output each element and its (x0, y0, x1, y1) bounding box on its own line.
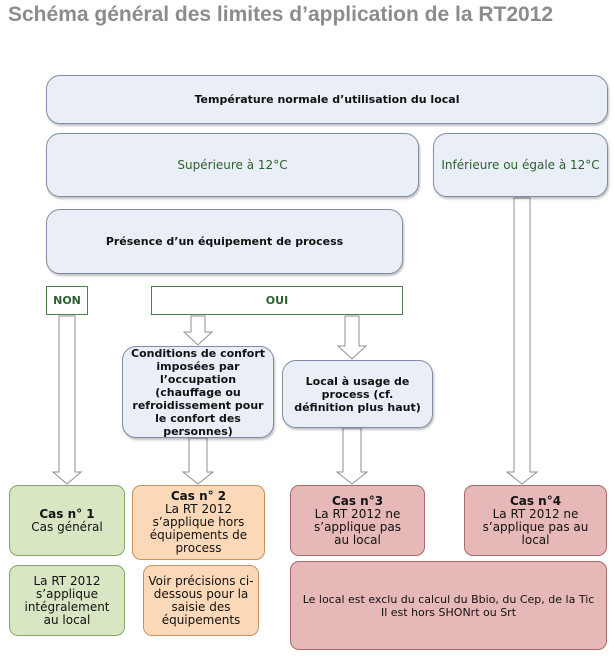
node-note3: Le local est exclu du calcul du Bbio, du… (290, 561, 607, 650)
cas4-text: La RT 2012 ne s’applique pas au local (482, 506, 589, 547)
cas2-text: La RT 2012 s’applique hors équipements d… (149, 502, 248, 555)
arrow-oui-to-confort (182, 315, 214, 346)
node-process: Présence d’un équipement de process (46, 209, 403, 274)
node-non: NON (46, 286, 88, 315)
node-temperature: Température normale d’utilisation du loc… (46, 75, 608, 124)
cas3-text: La RT 2012 ne s’applique pas au local (314, 506, 401, 547)
node-cas3: Cas n°3 La RT 2012 ne s’applique pas au … (290, 485, 425, 556)
node-inferieure: Inférieure ou égale à 12°C (433, 133, 608, 197)
arrow-local-to-cas3 (335, 427, 369, 485)
node-note2: Voir précisions ci-dessous pour la saisi… (143, 565, 259, 636)
node-note1: La RT 2012 s’applique intégralement au l… (9, 565, 125, 636)
node-local-usage: Local à usage de process (cf. définition… (282, 360, 433, 428)
cas4-title: Cas n°4 (509, 493, 562, 508)
note3-line1: Le local est exclu du calcul du Bbio, du… (302, 592, 595, 606)
arrow-oui-to-local (336, 315, 368, 360)
node-oui: OUI (151, 286, 403, 315)
cas1-title: Cas n° 1 (39, 506, 95, 521)
arrow-non-to-cas1 (51, 315, 83, 485)
node-cas4: Cas n°4 La RT 2012 ne s’applique pas au … (464, 485, 607, 556)
cas1-text: Cas général (31, 519, 103, 534)
arrow-inferieure-to-cas4 (505, 197, 539, 485)
arrow-confort-to-cas2 (181, 437, 215, 485)
cas2-title: Cas n° 2 (170, 489, 227, 503)
node-cas1: Cas n° 1 Cas général (9, 485, 125, 556)
note3-line2: Il est hors SHONrt ou Srt (380, 605, 517, 619)
node-cas2: Cas n° 2 La RT 2012 s’applique hors équi… (132, 485, 265, 560)
node-confort: Conditions de confort imposées par l’occ… (122, 346, 274, 438)
node-superieure: Supérieure à 12°C (46, 133, 419, 197)
cas3-title: Cas n°3 (331, 493, 384, 508)
page-title: Schéma général des limites d’application… (8, 3, 554, 26)
